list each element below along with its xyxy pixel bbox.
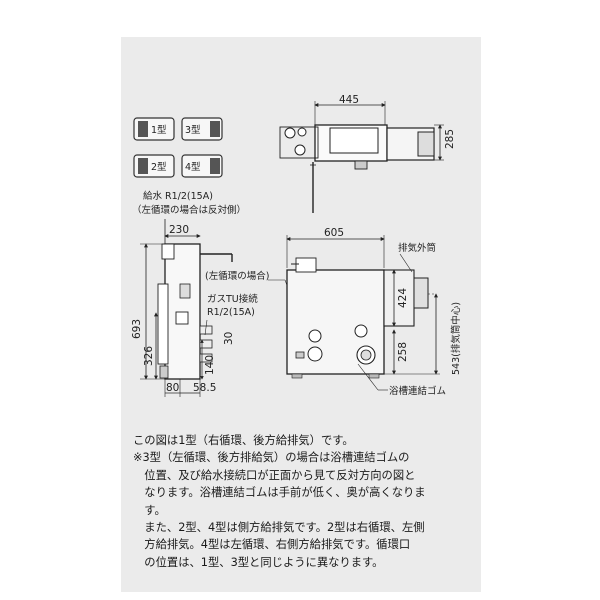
model-2-label: 2型: [151, 162, 167, 173]
side-dim-30: 30: [223, 332, 235, 345]
water-supply-note: （左循環の場合は反対側）: [132, 204, 246, 216]
front-width-dim: 605: [324, 227, 344, 239]
side-dim-140: 140: [204, 355, 216, 375]
note-line-2: ※3型（左循環、後方排給気）の場合は浴槽連結ゴムの: [133, 451, 410, 465]
left-circulation-label: (左循環の場合): [205, 270, 269, 282]
front-dim-424: 424: [397, 288, 409, 308]
water-supply-label: 給水 R1/2(15A): [143, 190, 213, 202]
model-icon-1: 1型: [133, 117, 175, 141]
top-depth-dim: 285: [444, 129, 456, 149]
model-icon-4: 4型: [181, 154, 223, 178]
exhaust-center-dim: 543(排気筒中心): [450, 302, 462, 375]
notes-block: この図は1型（右循環、後方給排気）です。 ※3型（左循環、後方排給気）の場合は浴…: [133, 432, 471, 571]
top-view: 445 285: [279, 94, 456, 213]
exhaust-pipe-label: 排気外筒: [398, 242, 436, 254]
model-icon-3: 3型: [181, 117, 223, 141]
side-width-dim: 230: [169, 224, 189, 236]
note-line-8: の位置は、1型、3型と同じように異なります。: [133, 555, 384, 569]
side-view: 給水 R1/2(15A) （左循環の場合は反対側） 230 693 326 14…: [131, 190, 313, 397]
gas-connection-label: ガスTU接続: [207, 293, 258, 305]
side-bottom-58-5: 58.5: [193, 382, 216, 394]
model-icon-2: 2型: [133, 154, 175, 178]
gas-size-label: R1/2(15A): [207, 307, 255, 318]
side-lower-dim: 326: [143, 346, 155, 366]
note-line-6: また、2型、4型は側方給排気です。2型は右循環、左側: [133, 521, 425, 535]
model-4-label: 4型: [185, 162, 201, 173]
bath-rubber-label: 浴槽連結ゴム: [389, 385, 446, 397]
note-line-5: す。: [133, 503, 166, 517]
model-1-label: 1型: [151, 125, 167, 136]
note-line-1: この図は1型（右循環、後方給排気）です。: [133, 434, 354, 447]
model-3-label: 3型: [185, 125, 201, 136]
note-line-4: なります。浴槽連結ゴムは手前が低く、奥が高くなりま: [133, 486, 426, 500]
top-width-dim: 445: [339, 94, 359, 106]
note-line-3: 位置、及び給水接続口が正面から見て反対方向の図と: [133, 468, 416, 482]
side-height-dim: 693: [131, 319, 143, 339]
front-view: 605 排気外筒 424 258 543(排気筒中心) 浴槽連結ゴム: [286, 227, 462, 397]
front-dim-258: 258: [397, 342, 409, 362]
side-bottom-80: 80: [166, 382, 179, 394]
note-line-7: 方給排気。4型は左循環、右側方給排気です。循環口: [133, 538, 411, 552]
